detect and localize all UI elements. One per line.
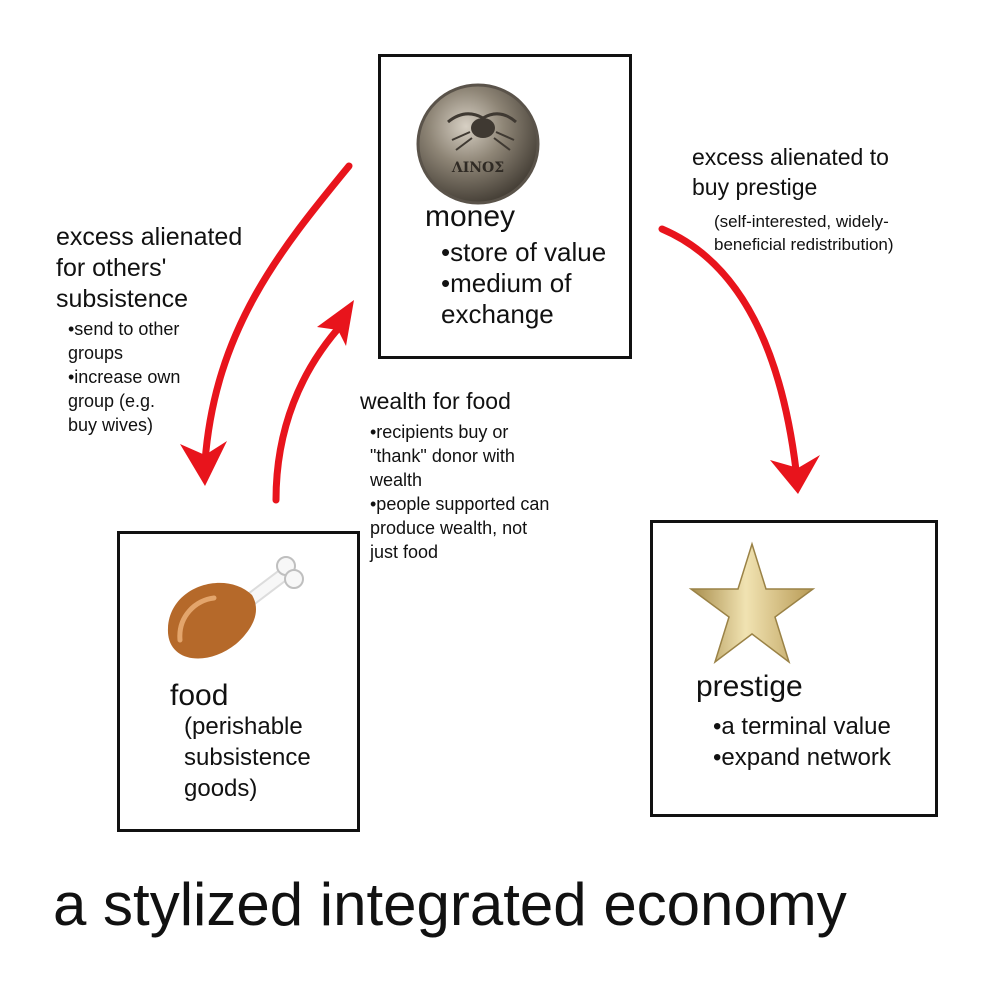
food-description-line: goods)	[184, 775, 258, 802]
money-bullet: exchange	[441, 299, 554, 329]
edge-heading-line: for others'	[56, 254, 167, 282]
arrowhead-money-to-prestige	[770, 455, 820, 494]
edge-money-food-heading: excess alienated for others' subsistence	[56, 222, 242, 315]
svg-text:ΛΙΝΟΣ: ΛΙΝΟΣ	[451, 160, 504, 176]
food-node	[117, 531, 360, 832]
edge-money-prestige-details: (self-interested, widely- beneficial red…	[714, 210, 894, 256]
food-description-line: (perishable	[184, 713, 303, 740]
prestige-node	[650, 520, 938, 817]
edge-detail-line: (self-interested, widely-	[714, 212, 889, 231]
food-description-line: subsistence	[184, 744, 311, 771]
edge-detail-line: buy wives)	[68, 415, 154, 435]
arrowhead-food-to-money	[317, 300, 354, 346]
edge-money-prestige-heading: excess alienated to buy prestige	[692, 142, 889, 202]
edge-money-food-details: •send to other groups •increase own grou…	[68, 317, 180, 437]
edge-detail-line: wealth	[370, 470, 423, 490]
money-label: money	[425, 200, 516, 233]
edge-food-money-details: •recipients buy or "thank" donor with we…	[370, 420, 549, 564]
edge-heading-line: buy prestige	[692, 174, 818, 200]
edge-food-money-heading: wealth for food	[360, 388, 511, 414]
edge-detail-line: beneficial redistribution)	[714, 235, 894, 254]
arrowhead-money-to-food	[180, 441, 227, 486]
star-icon	[688, 541, 816, 665]
edge-detail-line: groups	[68, 343, 124, 363]
edge-heading-line: excess alienated	[56, 223, 243, 251]
prestige-bullets: •a terminal value •expand network	[713, 711, 891, 773]
edge-detail-line: •people supported can	[370, 494, 550, 514]
food-description: (perishable subsistence goods)	[184, 711, 311, 804]
edge-detail-line: "thank" donor with	[370, 446, 515, 466]
edge-heading-line: excess alienated to	[692, 144, 889, 170]
money-bullets: •store of value •medium of exchange	[441, 237, 606, 330]
prestige-bullet: •a terminal value	[713, 713, 891, 740]
edge-detail-line: •increase own	[68, 367, 181, 387]
edge-detail-line: produce wealth, not	[370, 518, 528, 538]
edge-detail-line: •send to other	[68, 319, 180, 339]
edge-heading-line: subsistence	[56, 285, 189, 313]
arrow-money-to-food	[201, 162, 353, 466]
diagram-title: a stylized integrated economy	[53, 871, 847, 938]
prestige-bullet: •expand network	[713, 744, 891, 771]
edge-detail-line: just food	[370, 542, 439, 562]
arrow-food-to-money	[272, 318, 348, 504]
drumstick-icon	[167, 556, 304, 659]
money-bullet: •medium of	[441, 268, 572, 298]
coin-icon: ΛΙΝΟΣ	[416, 83, 540, 205]
edge-detail-line: group (e.g.	[68, 391, 156, 411]
money-bullet: •store of value	[441, 237, 607, 267]
arrow-money-to-prestige	[658, 225, 800, 474]
prestige-label: prestige	[696, 670, 803, 703]
edge-detail-line: •recipients buy or	[370, 422, 509, 442]
food-label: food	[170, 679, 229, 712]
